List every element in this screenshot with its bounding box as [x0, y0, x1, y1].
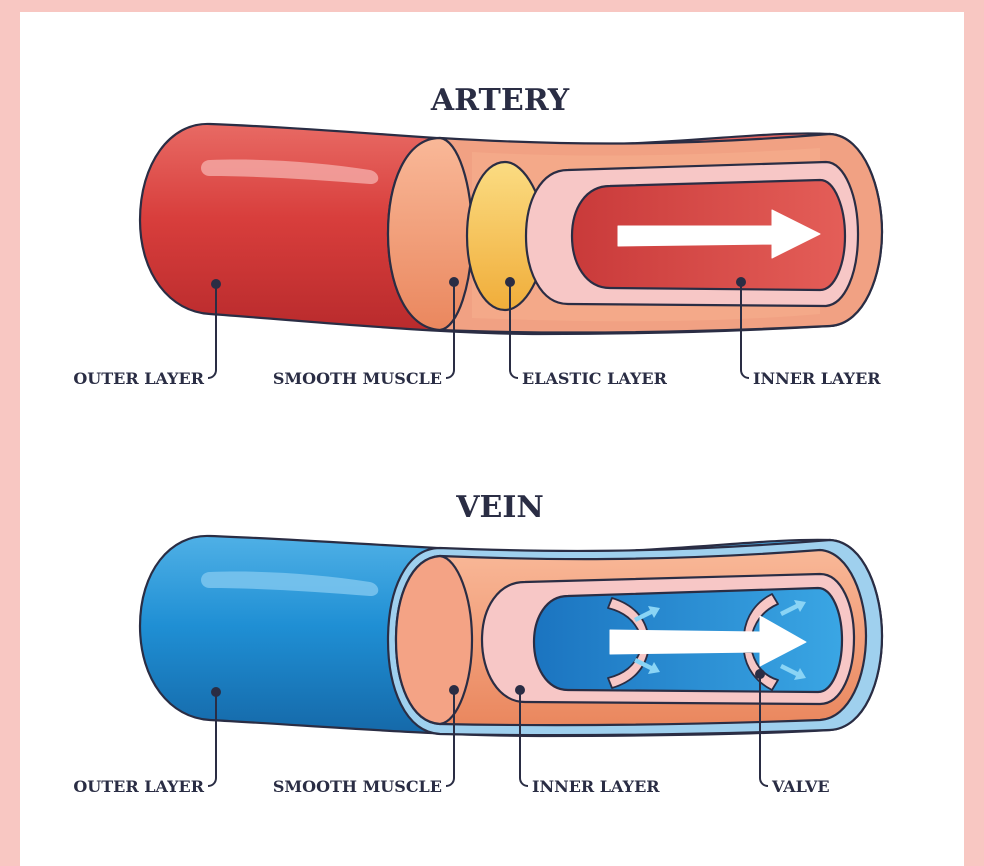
vein-illustration [140, 536, 882, 736]
vein-label-inner-layer: INNER LAYER [532, 777, 660, 796]
artery-label-outer-layer: OUTER LAYER [73, 369, 204, 388]
vein-label-outer-layer: OUTER LAYER [73, 777, 204, 796]
vein-label-valve: VALVE [771, 777, 830, 796]
artery-label-smooth-muscle: SMOOTH MUSCLE [273, 369, 442, 388]
artery-label-inner-layer: INNER LAYER [753, 369, 881, 388]
diagram-card: ARTERY OUTER LAYER SMOOTH MUSCLE ELASTIC… [20, 12, 964, 866]
vein-label-smooth-muscle: SMOOTH MUSCLE [273, 777, 442, 796]
artery-label-elastic-layer: ELASTIC LAYER [522, 369, 668, 388]
artery-title: ARTERY [430, 83, 570, 118]
vessel-diagram: ARTERY OUTER LAYER SMOOTH MUSCLE ELASTIC… [20, 12, 964, 866]
vein-title: VEIN [455, 490, 544, 525]
